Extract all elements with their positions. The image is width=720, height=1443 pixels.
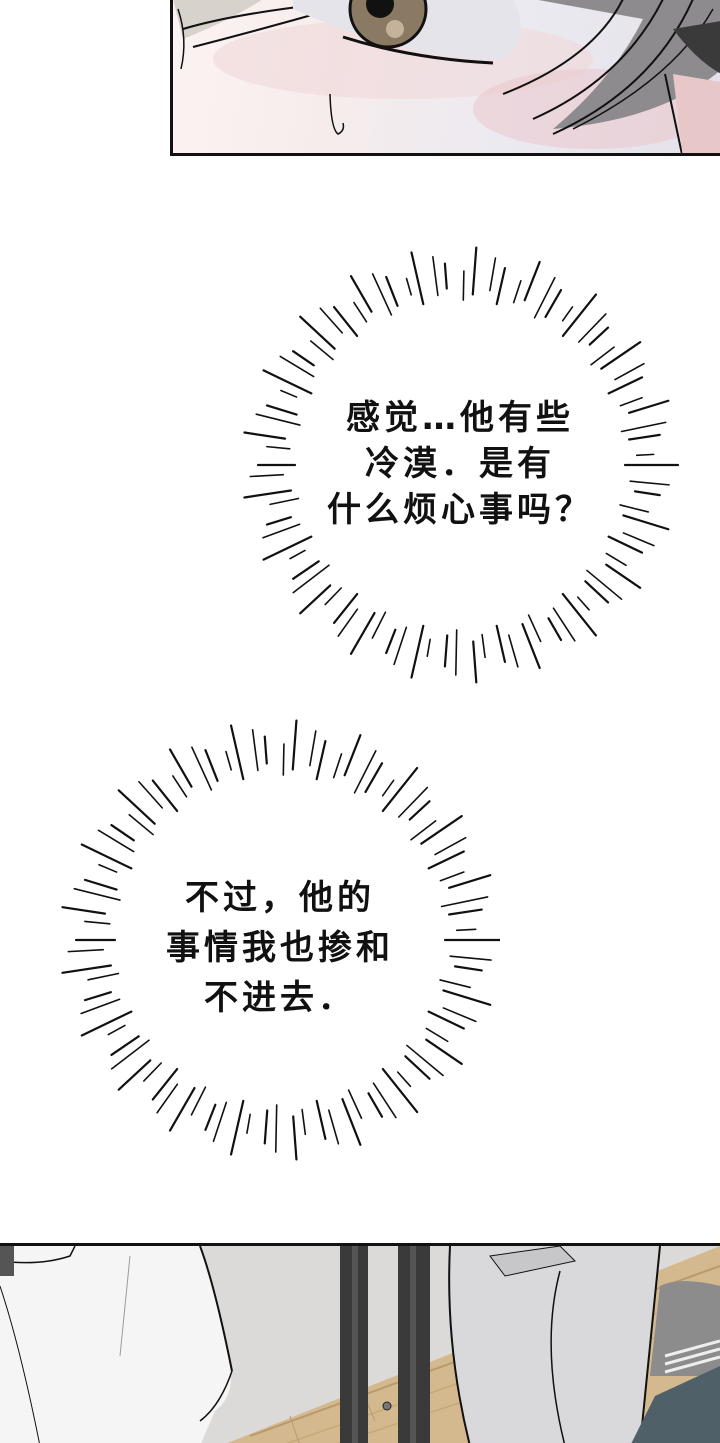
thought-1-line-2: 冷漠．是有 — [365, 444, 555, 484]
thought-1-line-1: 感觉…他有些 — [346, 398, 574, 438]
panel-gym-scene — [0, 1243, 720, 1443]
thought-bubble-1: 感觉…他有些 冷漠．是有 什么烦心事吗？ — [240, 245, 680, 685]
burst-lines-icon — [243, 246, 680, 684]
thought-2-line-1: 不过，他的 — [185, 878, 375, 918]
thought-2-line-2: 事情我也掺和 — [166, 928, 394, 968]
eye-closeup-illustration — [173, 0, 720, 153]
thought-2-line-3: 不进去． — [204, 978, 356, 1018]
burst-lines-icon — [61, 719, 500, 1161]
thought-bubble-2: 不过，他的 事情我也掺和 不进去． — [60, 715, 500, 1165]
thought-text-2: 不过，他的 事情我也掺和 不进去． — [60, 873, 500, 1023]
thought-1-line-3: 什么烦心事吗？ — [327, 490, 593, 530]
thought-text-1: 感觉…他有些 冷漠．是有 什么烦心事吗？ — [240, 395, 680, 533]
panel-eye-closeup — [170, 0, 720, 156]
gym-scene-illustration — [0, 1246, 720, 1443]
